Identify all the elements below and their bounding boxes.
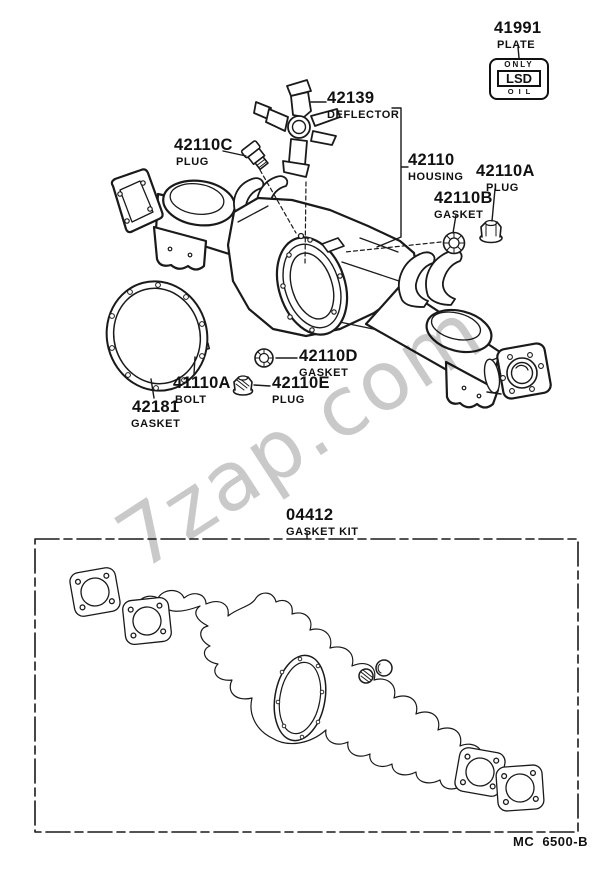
plug-42110e-part xyxy=(232,375,254,396)
part-name: DEFLECTOR xyxy=(327,108,400,121)
part-label-42110D[interactable]: 42110D GASKET xyxy=(299,348,358,379)
plug-42110a-part xyxy=(479,219,503,244)
plate-text-oil: OIL xyxy=(507,87,536,97)
part-name: GASKET xyxy=(131,417,181,430)
gasket-kit-box xyxy=(34,538,579,833)
plate-text-only: ONLY xyxy=(504,60,534,69)
gasket-42110b-part xyxy=(442,231,466,255)
part-label-42110[interactable]: 42110 HOUSING xyxy=(408,152,464,183)
deflector-part xyxy=(253,79,341,178)
part-label-41110A[interactable]: 41110A BOLT xyxy=(173,375,231,406)
part-number: 42110E xyxy=(272,374,330,392)
plug-42110c-part xyxy=(240,140,269,171)
part-label-42110E[interactable]: 42110E PLUG xyxy=(272,375,330,406)
part-name: GASKET xyxy=(299,366,349,379)
gasket-kit-contents xyxy=(67,565,546,813)
part-label-04412[interactable]: 04412 GASKET KIT xyxy=(286,507,359,538)
part-number: 42181 xyxy=(132,398,180,416)
gasket-42110d-part xyxy=(254,348,274,368)
leader-lines xyxy=(150,46,520,540)
part-label-42110B[interactable]: 42110B GASKET xyxy=(434,190,493,221)
axle-housing-drawing xyxy=(110,168,552,409)
part-name: BOLT xyxy=(175,393,207,406)
part-label-42181[interactable]: 42181 GASKET xyxy=(131,398,181,430)
part-number: 42110C xyxy=(174,136,233,154)
part-label-41991[interactable]: 41991 PLATE xyxy=(494,20,541,51)
part-name: PLUG xyxy=(272,393,305,406)
part-number: 41991 xyxy=(494,19,542,37)
part-label-42110A[interactable]: 42110A PLUG xyxy=(476,163,535,194)
part-label-42110C[interactable]: 42110C PLUG xyxy=(174,137,233,168)
part-name: PLUG xyxy=(486,181,519,194)
part-name: HOUSING xyxy=(408,170,464,183)
part-name: GASKET xyxy=(434,208,484,221)
part-number: 42110D xyxy=(299,347,358,365)
gasket-42181-part xyxy=(105,280,209,392)
part-number: 42110B xyxy=(434,189,493,207)
plate-text-lsd: LSD xyxy=(497,69,541,88)
part-number: 42110 xyxy=(408,151,455,169)
part-name: PLUG xyxy=(176,155,209,168)
part-label-42139[interactable]: 42139 DEFLECTOR xyxy=(327,90,399,121)
part-number: 41110A xyxy=(173,374,231,392)
part-number: 42110A xyxy=(476,162,535,180)
part-number: 04412 xyxy=(286,506,334,524)
part-name: GASKET KIT xyxy=(286,525,359,538)
lsd-plate-badge: ONLY LSD OIL xyxy=(489,58,549,101)
diagram-code: MC 6500-B xyxy=(513,834,588,849)
part-name: PLATE xyxy=(497,38,536,51)
part-number: 42139 xyxy=(327,89,375,107)
